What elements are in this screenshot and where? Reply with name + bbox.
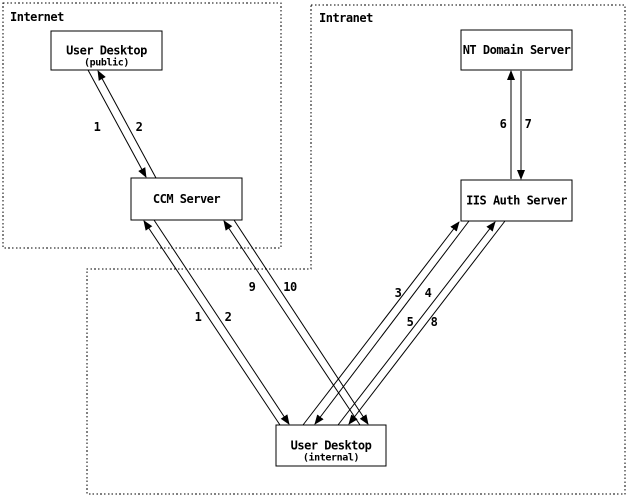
- edge-step-label-4: 4: [425, 286, 432, 300]
- node-user-desktop-internal: User Desktop(internal): [275, 424, 387, 467]
- node-user-desktop-internal-title: User Desktop: [291, 439, 372, 453]
- edge-arrow-9-user-desktop-internal-to-ccm-server: [223, 220, 361, 426]
- node-nt-domain-server-title: NT Domain Server: [463, 43, 571, 57]
- edge-step-label-6: 6: [500, 117, 507, 131]
- node-user-desktop-public-title: User Desktop: [66, 44, 147, 58]
- edge-arrow-2-ccm-server-to-user-desktop-internal: [153, 219, 290, 425]
- node-ccm-server: CCM Server: [130, 177, 243, 221]
- edge-step-label-8: 8: [431, 315, 438, 329]
- node-nt-domain-server-box: [460, 29, 573, 71]
- node-iis-auth-server-box: [460, 179, 573, 222]
- edge-arrow-8-iis-auth-server-to-user-desktop-internal: [348, 220, 506, 425]
- zone-internet-label: Internet: [10, 10, 64, 24]
- edge-step-label-1: 1: [195, 310, 202, 324]
- node-iis-auth-server-title: IIS Auth Server: [466, 194, 567, 208]
- edge-step-label-3: 3: [395, 286, 402, 300]
- edge-arrow-3-user-desktop-internal-to-iis-auth-server: [302, 221, 460, 426]
- node-user-desktop-public: User Desktop(public): [50, 30, 163, 71]
- node-ccm-server-box: [130, 177, 243, 221]
- node-user-desktop-internal-box: [275, 424, 387, 467]
- edge-labels-layer: 1 2 1 2 9 10 3 4 5 8 6 7: [94, 117, 533, 329]
- node-user-desktop-internal-subtitle: (internal): [303, 452, 359, 464]
- edge-step-label-9: 9: [249, 280, 256, 294]
- node-ccm-server-title: CCM Server: [153, 192, 221, 206]
- edge-step-label-2: 2: [136, 120, 143, 134]
- edge-arrow-1-user-desktop-internal-to-ccm-server: [143, 220, 281, 426]
- edge-step-label-1: 1: [94, 120, 101, 134]
- edge-arrow-4-iis-auth-server-to-user-desktop-internal: [314, 220, 470, 425]
- zone-intranet-outline: [86, 4, 626, 495]
- edge-step-label-10: 10: [283, 280, 297, 294]
- edge-arrow-1-user-desktop-public-to-ccm-server: [87, 69, 147, 178]
- edge-step-label-7: 7: [525, 117, 532, 131]
- node-user-desktop-public-subtitle: (public): [84, 57, 129, 69]
- node-iis-auth-server: IIS Auth Server: [460, 179, 573, 222]
- node-user-desktop-public-box: [50, 30, 163, 71]
- zone-internet-outline: [2, 2, 282, 249]
- edge-arrow-2-ccm-server-to-user-desktop-public: [97, 70, 157, 179]
- edge-arrow-5-user-desktop-internal-to-iis-auth-server: [337, 221, 496, 426]
- zone-intranet-label: Intranet: [319, 11, 373, 25]
- edge-arrow-10-ccm-server-to-user-desktop-internal: [233, 219, 369, 425]
- edges-layer: [87, 69, 525, 426]
- edge-step-label-5: 5: [407, 315, 414, 329]
- node-nt-domain-server: NT Domain Server: [460, 29, 573, 71]
- edge-step-label-2: 2: [225, 310, 232, 324]
